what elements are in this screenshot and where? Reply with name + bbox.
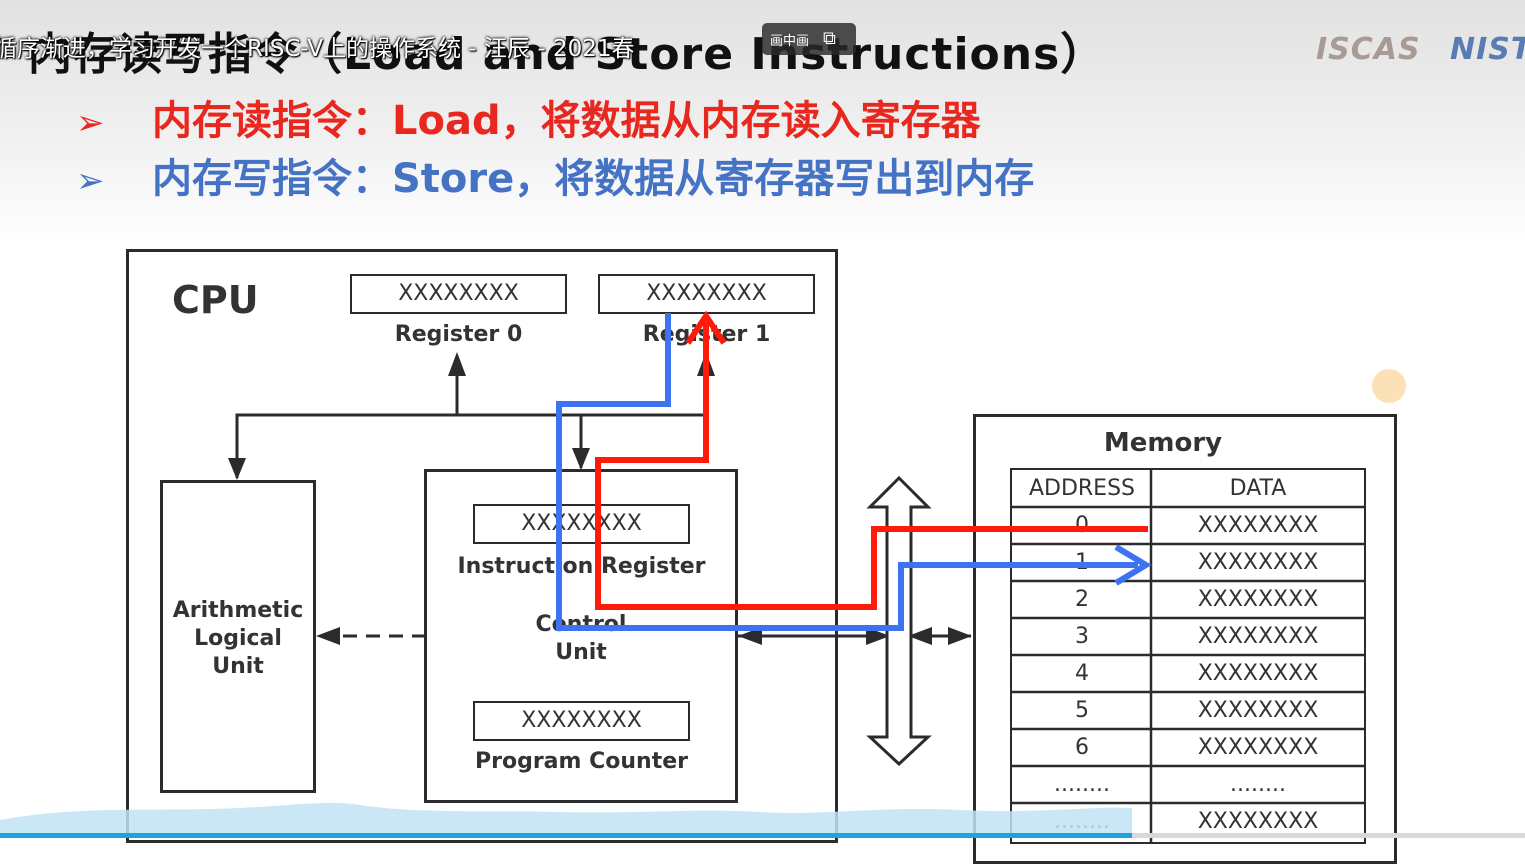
alu-label-line: Unit — [212, 654, 264, 679]
memory-data-cell: XXXXXXXX — [1197, 550, 1319, 575]
alu-label: Arithmetic Logical Unit — [160, 597, 316, 681]
alu-box — [160, 480, 316, 793]
alu-label-line: Logical — [194, 626, 282, 651]
video-title-overlay: 循序渐进，学习开发一个RISC-V上的操作系统 - 汪辰 - 2021春 — [0, 36, 635, 62]
bullet-load-text: 内存读指令：Load，将数据从内存读入寄存器 — [152, 98, 981, 144]
memory-table-grid — [1011, 469, 1365, 844]
bullet-arrow-icon: ➢ — [76, 103, 105, 143]
bullet-store: ➢ 内存写指令：Store，将数据从寄存器写出到内存 — [76, 146, 1034, 204]
iscas-logo: ISCAS — [1316, 32, 1421, 67]
bullet-arrow-icon: ➢ — [76, 161, 105, 201]
cpu-wiring — [235, 356, 971, 638]
load-path-arrow — [595, 322, 1148, 610]
memory-address-cell: 2 — [1075, 587, 1089, 612]
register-0-value: XXXXXXXX — [398, 281, 519, 306]
store-path-arrow — [556, 313, 1138, 631]
video-progress-remaining[interactable] — [1132, 833, 1525, 838]
decorative-dot — [1372, 369, 1406, 403]
cpu-box — [126, 249, 838, 843]
memory-data-cell: ........ — [1230, 772, 1286, 797]
register-1-value: XXXXXXXX — [646, 281, 767, 306]
control-unit-label: Control Unit — [424, 611, 738, 667]
control-unit-label-line: Control — [535, 612, 627, 637]
memory-header-data: DATA — [1229, 476, 1287, 501]
slide-title: 内存读写指令（Load and Store Instructions） — [28, 29, 1106, 80]
program-counter-box: XXXXXXXX — [473, 701, 690, 741]
store-path-arrowhead — [1114, 544, 1152, 586]
memory-data-cell: XXXXXXXX — [1197, 661, 1319, 686]
cpu-label: CPU — [172, 278, 259, 322]
picture-in-picture-icon: ⧉ — [823, 28, 836, 49]
memory-data-cell: XXXXXXXX — [1197, 809, 1319, 834]
memory-address-cell: 6 — [1075, 735, 1089, 760]
picture-in-picture-button[interactable]: 画中画 ⧉ — [762, 23, 856, 55]
control-unit-label-line: Unit — [555, 640, 607, 665]
nist-logo: NIST — [1450, 32, 1525, 67]
arrow-head — [448, 352, 466, 376]
load-path-arrowhead — [685, 310, 727, 345]
arrow-head — [908, 627, 932, 645]
alu-label-line: Arithmetic — [172, 598, 304, 623]
memory-data-cell: XXXXXXXX — [1197, 587, 1319, 612]
instruction-register-label: Instruction Register — [457, 554, 706, 579]
register-0-box: XXXXXXXX — [350, 274, 567, 314]
pip-label: 画中画 — [770, 33, 810, 49]
memory-address-cell: ........ — [1054, 772, 1110, 797]
program-counter-value: XXXXXXXX — [521, 708, 642, 733]
instruction-register-value: XXXXXXXX — [521, 511, 642, 536]
arrow-head — [866, 627, 890, 645]
memory-data-cell: XXXXXXXX — [1197, 735, 1319, 760]
memory-title: Memory — [1103, 428, 1223, 458]
memory-data-cell: XXXXXXXX — [1197, 698, 1319, 723]
memory-data-cell: XXXXXXXX — [1197, 513, 1319, 538]
video-progress-bar[interactable] — [0, 833, 1132, 838]
bullet-load: ➢ 内存读指令：Load，将数据从内存读入寄存器 — [76, 88, 981, 146]
memory-header-address: ADDRESS — [1028, 476, 1136, 501]
memory-address-cell: 3 — [1075, 624, 1089, 649]
decorative-wave — [0, 802, 1132, 838]
arrow-head — [316, 627, 340, 645]
program-counter-label: Program Counter — [475, 749, 688, 774]
arrow-head — [738, 627, 762, 645]
arrow-head — [948, 627, 972, 645]
instruction-register-box: XXXXXXXX — [473, 504, 690, 544]
register-0-label: Register 0 — [394, 322, 523, 347]
arrow-head — [228, 458, 246, 480]
bullet-store-text: 内存写指令：Store，将数据从寄存器写出到内存 — [152, 156, 1035, 202]
memory-data-cell: XXXXXXXX — [1197, 624, 1319, 649]
memory-address-cell: 4 — [1075, 661, 1089, 686]
arrow-head — [572, 448, 590, 470]
memory-address-cell: 5 — [1075, 698, 1089, 723]
